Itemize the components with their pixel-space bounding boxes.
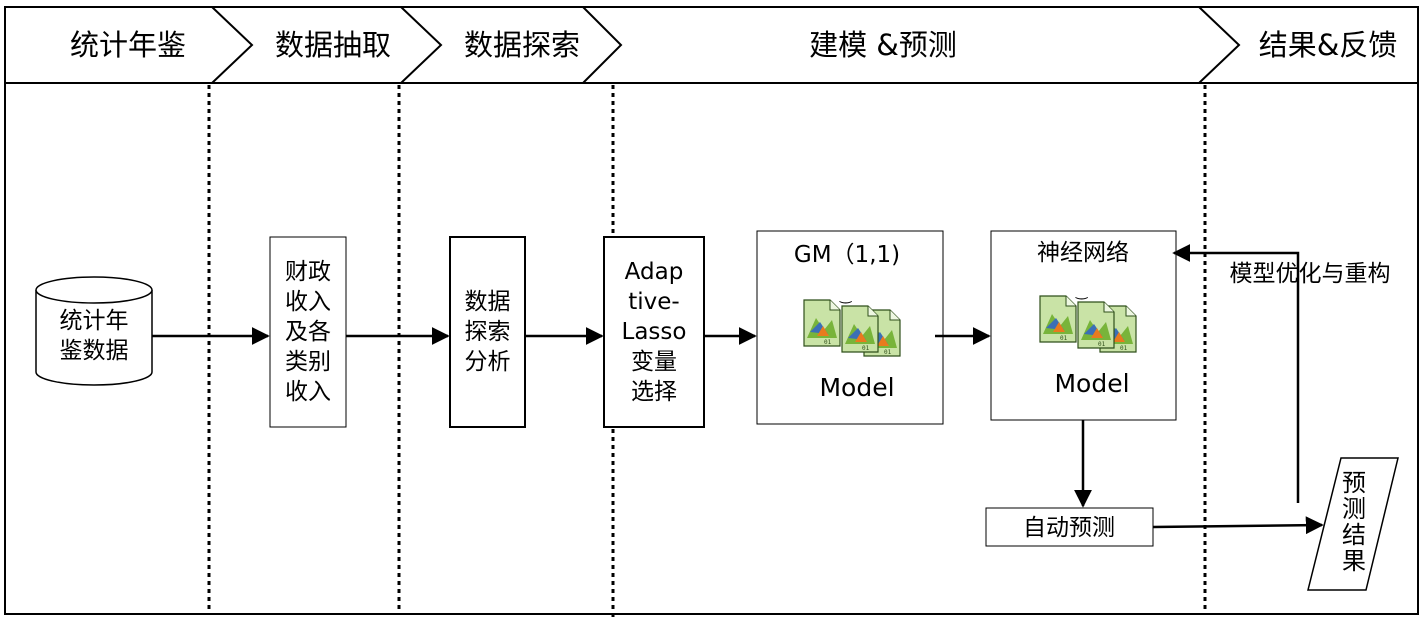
source-cylinder bbox=[35, 276, 153, 386]
gm-model-label: Model bbox=[819, 373, 894, 402]
optimize-label: 模型优化与重构 bbox=[1230, 261, 1391, 287]
chevron-2 bbox=[400, 6, 443, 84]
auto-predict-label: 自动预测 bbox=[1023, 515, 1115, 541]
extract-label: 财政 收入 及各 类别 收入 bbox=[285, 259, 331, 405]
result-label: 预测结果 bbox=[1342, 469, 1366, 575]
result-parallelogram bbox=[1307, 457, 1399, 591]
nn-model-icon: ‿ bbox=[1039, 284, 1137, 353]
svg-text:‿: ‿ bbox=[1075, 284, 1088, 300]
svg-text:‿: ‿ bbox=[839, 288, 852, 304]
explore-label: 数据 探索 分析 bbox=[464, 289, 511, 375]
arrow-auto-to-result bbox=[1152, 516, 1324, 535]
explore-box bbox=[449, 236, 526, 428]
nn-model-label: Model bbox=[1054, 369, 1129, 398]
chevron-3 bbox=[582, 6, 623, 84]
nn-title: 神经网络 bbox=[1037, 240, 1129, 266]
select-box bbox=[603, 236, 705, 428]
chevron-1 bbox=[211, 6, 254, 84]
phase-label-feedback: 结果&反馈 bbox=[1259, 28, 1398, 62]
gm-model-icon: ‿ bbox=[803, 288, 901, 357]
arrow-feedback-loop bbox=[1172, 244, 1300, 503]
phase-label-yearbook: 统计年鉴 bbox=[70, 28, 186, 62]
outer-frame bbox=[4, 6, 1419, 615]
select-label: Adap tive- Lasso 变量 选择 bbox=[621, 259, 687, 405]
phase-label-extract: 数据抽取 bbox=[275, 28, 391, 62]
phase-label-model: 建模 &预测 bbox=[809, 28, 957, 62]
extract-box bbox=[269, 236, 347, 428]
gm-title: GM（1,1) bbox=[794, 242, 900, 268]
phase-label-explore: 数据探索 bbox=[464, 28, 580, 62]
auto-predict-box bbox=[985, 507, 1154, 547]
chevron-4 bbox=[1198, 6, 1241, 84]
source-label: 统计年 鉴数据 bbox=[59, 308, 129, 364]
